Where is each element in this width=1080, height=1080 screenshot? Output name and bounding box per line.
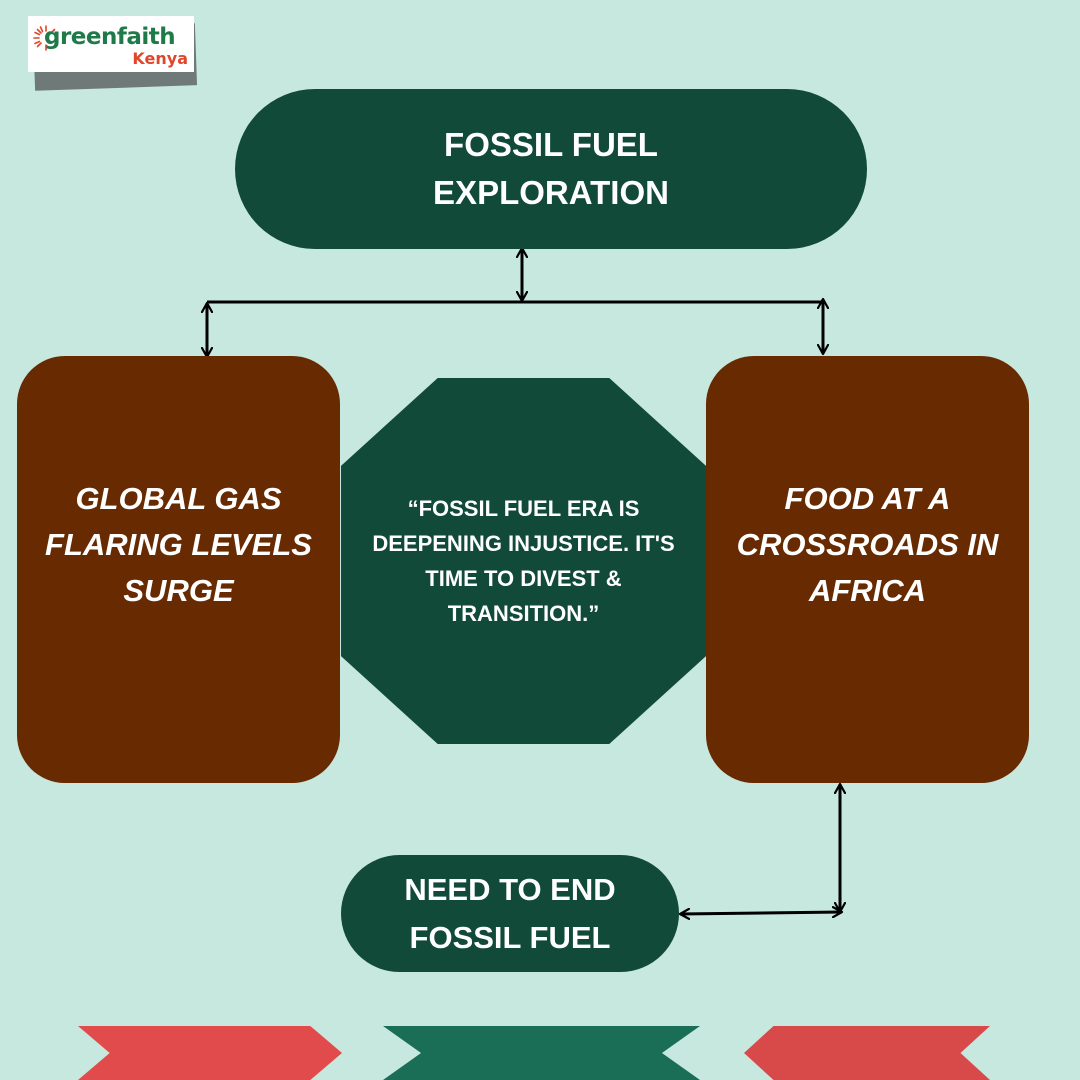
node-gas-flaring: GLOBAL GAS FLARING LEVELS SURGE: [17, 356, 340, 783]
node-bottom-label: NEED TO END FOSSIL FUEL: [404, 871, 616, 955]
connector-corner-to-bottom: [680, 912, 842, 914]
logo-card: greenfaith Kenya: [28, 16, 194, 72]
node-top-label: FOSSIL FUEL EXPLORATION: [433, 126, 669, 211]
sun-icon: [33, 25, 56, 51]
logo-region: Kenya: [132, 49, 188, 68]
node-end-fossil-fuel: NEED TO END FOSSIL FUEL: [341, 855, 679, 972]
ribbon-right: [744, 1026, 990, 1080]
node-fossil-fuel-exploration: FOSSIL FUEL EXPLORATION: [235, 89, 867, 249]
node-food-crossroads: FOOD AT A CROSSROADS IN AFRICA: [706, 356, 1029, 783]
ribbon-middle: [383, 1026, 700, 1080]
logo-name: greenfaith: [44, 24, 176, 50]
node-left-label: GLOBAL GAS FLARING LEVELS SURGE: [45, 481, 312, 608]
node-quote-octagon: “FOSSIL FUEL ERA IS DEEPENING INJUSTICE.…: [341, 378, 706, 744]
ribbon-left: [78, 1026, 342, 1080]
node-right-label: FOOD AT A CROSSROADS IN AFRICA: [736, 481, 999, 608]
node-center-label: “FOSSIL FUEL ERA IS DEEPENING INJUSTICE.…: [372, 496, 675, 626]
greenfaith-logo: greenfaith Kenya: [28, 16, 198, 91]
